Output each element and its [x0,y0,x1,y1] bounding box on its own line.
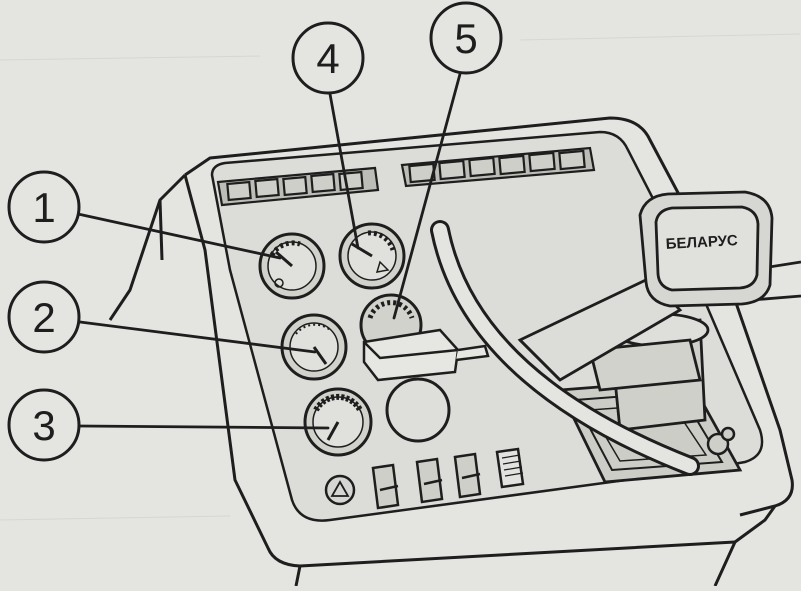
indicator-lamp [226,180,252,202]
gauge-needle [326,421,340,441]
leader-lines [76,72,462,430]
callout-4: 4 [291,21,365,95]
bolt-fastener [706,426,736,456]
indicator-lamp [558,149,586,171]
rocker-switches [371,447,525,510]
indicator-lamp [438,159,466,181]
indicator-lamp [310,172,336,194]
callout-3: 3 [7,388,81,462]
leader-line-1 [76,212,282,260]
gauge-3 [303,387,373,457]
gauge-needle [351,242,373,258]
background-texture [0,33,801,521]
rocker-switch [415,457,444,504]
indicator-lamp [254,177,280,199]
callout-2: 2 [7,280,81,354]
leader-line-2 [78,320,317,354]
indicator-lamp [338,170,364,192]
warning-lamp-strip-right [400,146,596,188]
gear-rod [430,220,700,476]
rocker-switch [371,463,400,510]
steering-column [557,312,743,484]
gear-lever [517,190,801,382]
callout-label: 5 [454,15,477,62]
callouts: 1 2 3 4 5 [7,1,503,462]
hazard-button [324,474,356,506]
callout-label: 4 [316,35,339,82]
gauge-2 [280,313,348,381]
gauge-needle [312,346,328,365]
gauge-4 [338,222,406,290]
leader-line-4 [328,92,360,250]
leader-line-5 [392,72,462,320]
indicator-lamp [282,175,308,197]
warning-lamp-strip-left [216,166,380,207]
leader-line-3 [78,424,330,430]
indicator-lamp [528,151,556,173]
gauge-needle [275,250,293,268]
lever-badge-label: БЕЛАРУС [665,232,738,253]
indicator-lamp [468,156,496,178]
callout-5: 5 [429,1,503,75]
ignition-switch [362,328,490,382]
gauge-1 [258,232,326,300]
callout-label: 1 [32,184,55,231]
callout-label: 2 [32,294,55,341]
callout-label: 3 [32,402,55,449]
rocker-switch [495,447,525,489]
indicator-lamp [498,154,526,176]
blank-gauge-socket [385,377,451,443]
callout-1: 1 [7,170,81,244]
